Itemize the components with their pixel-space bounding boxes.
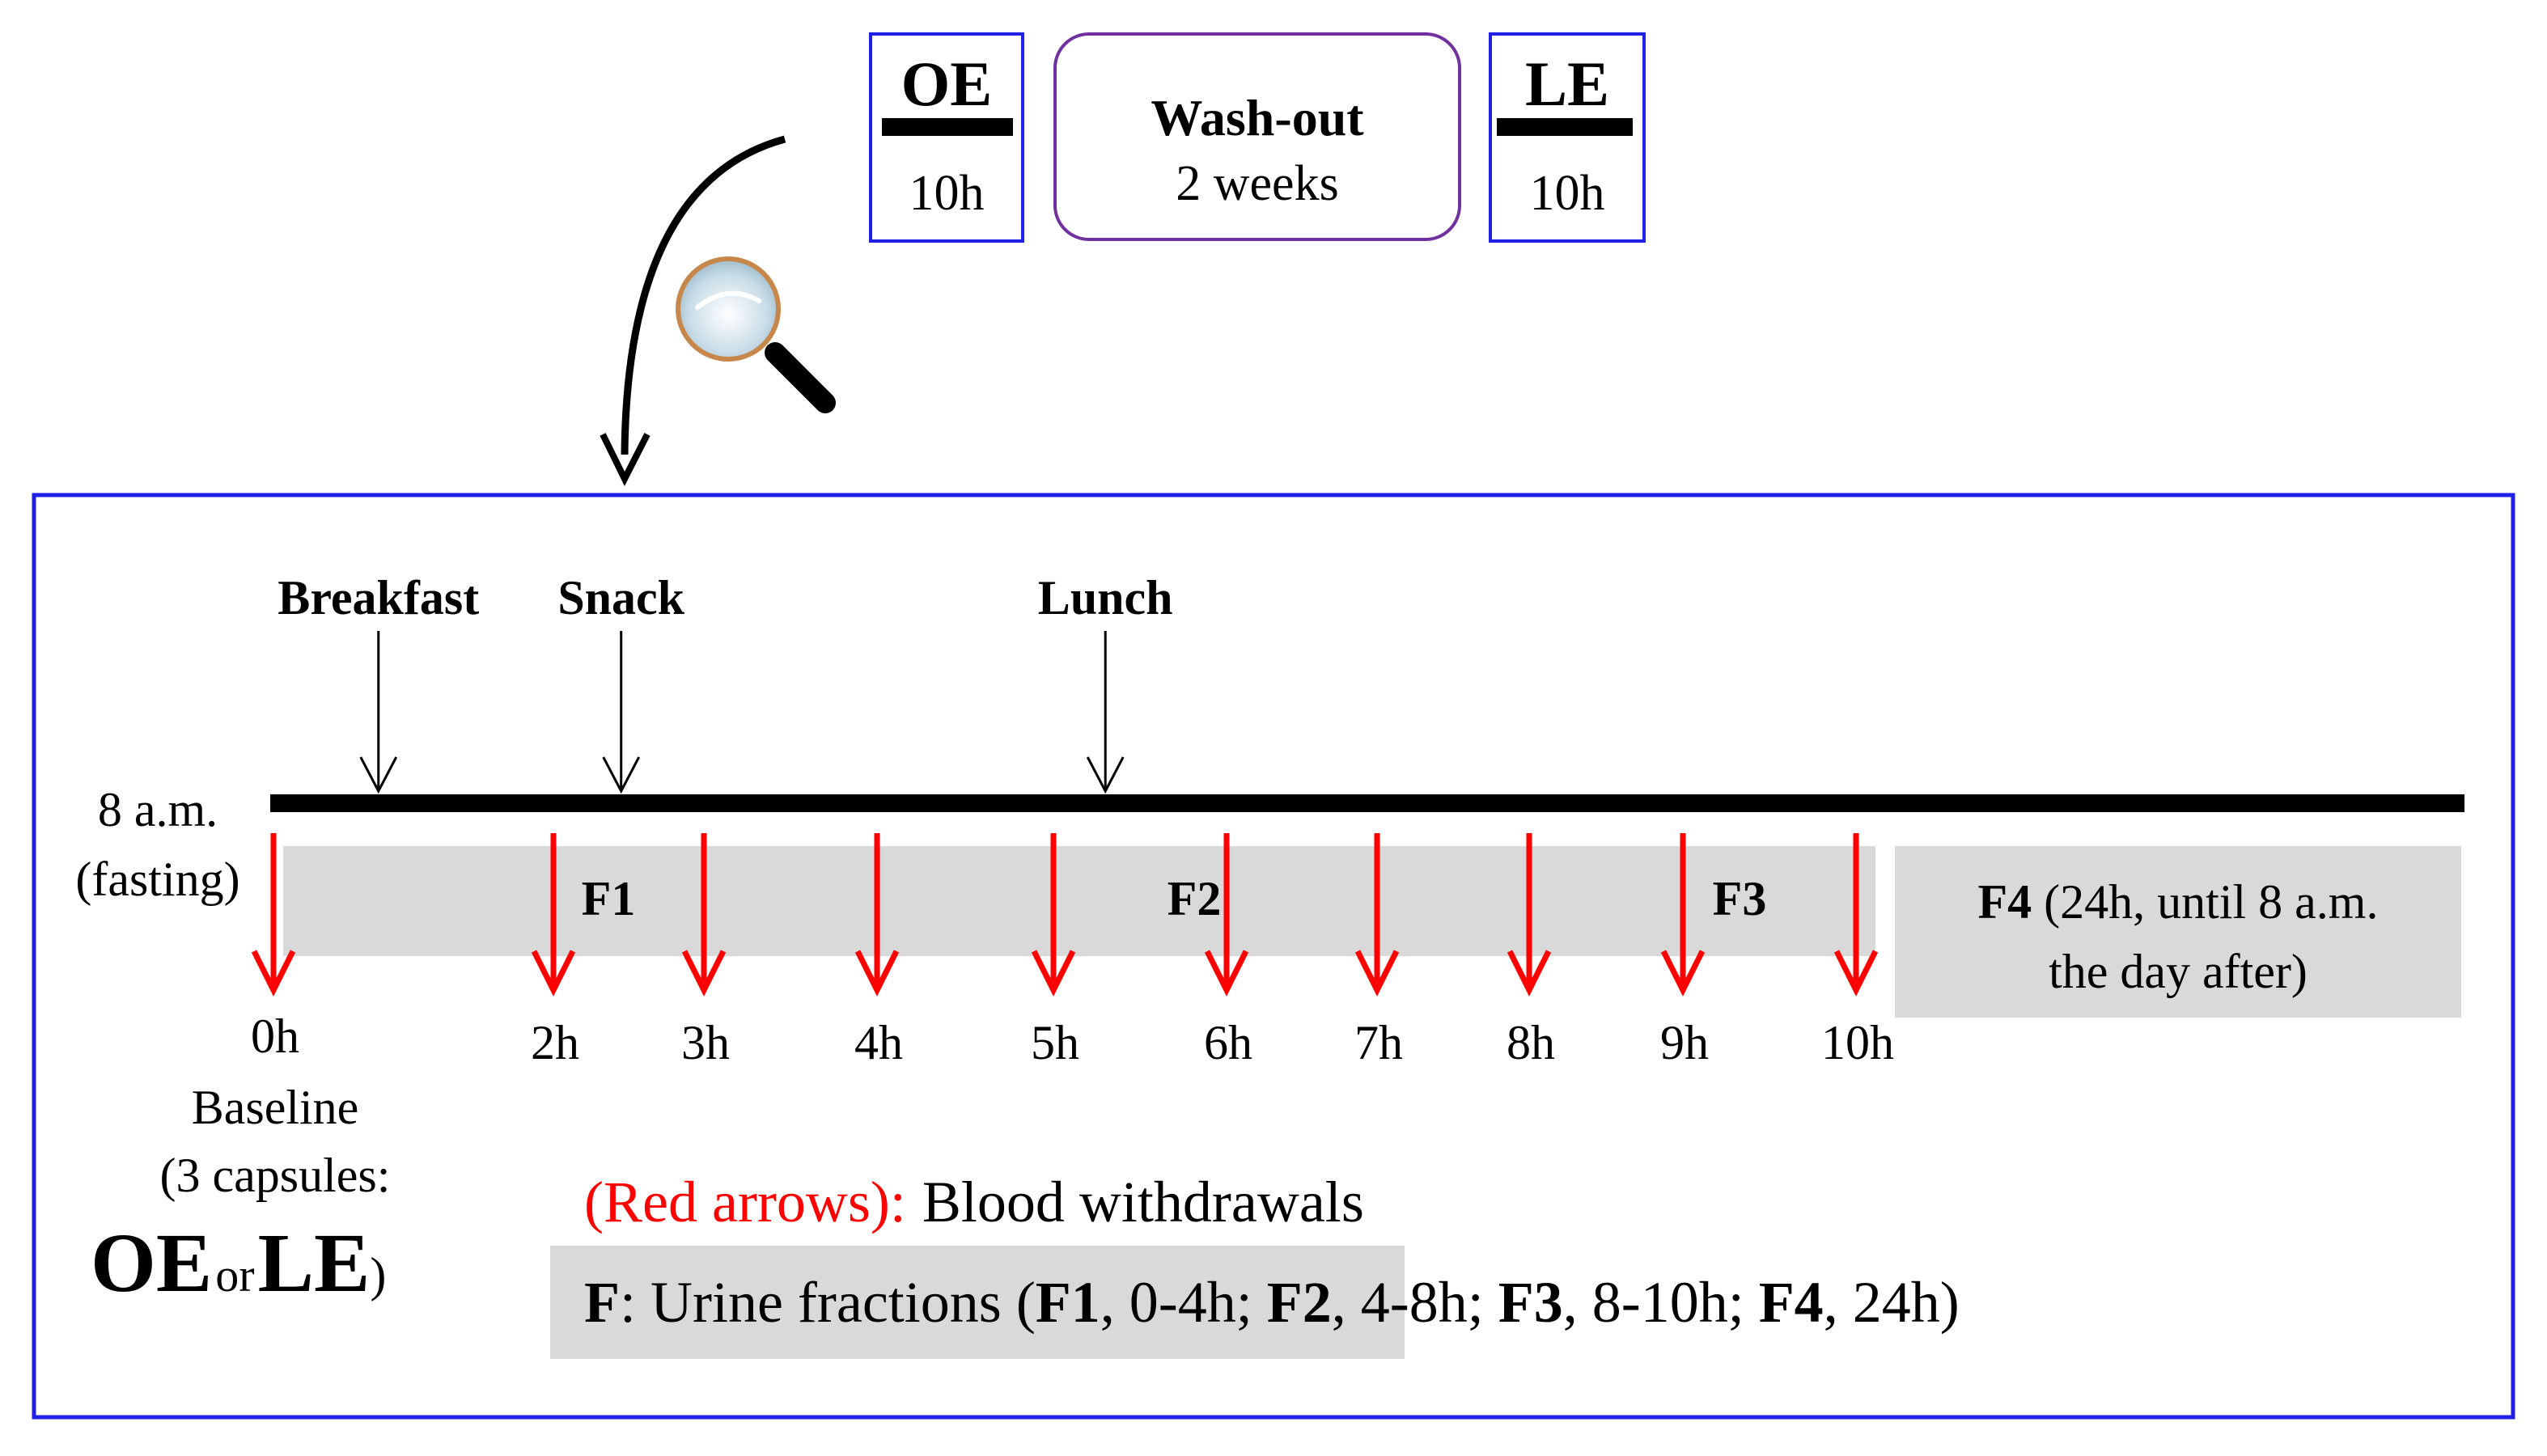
legend-f2-key: F2 <box>1266 1270 1332 1335</box>
washout-duration: 2 weeks <box>1176 156 1339 211</box>
time-label-9h: 9h <box>1660 1016 1709 1069</box>
meal-label-snack: Snack <box>557 571 685 624</box>
oe-duration: 10h <box>909 166 985 221</box>
legend-red-arrows: (Red arrows): <box>584 1170 906 1234</box>
time-label-0h: 0h <box>251 1009 299 1063</box>
le-bar <box>1497 118 1633 136</box>
blood-arrow-head-4 <box>1031 950 1076 997</box>
zoom-curved-arrow <box>621 135 786 455</box>
time-label-10h: 10h <box>1821 1016 1894 1069</box>
legend-f3-key: F3 <box>1498 1270 1563 1335</box>
washout-title: Wash-out <box>1151 89 1364 146</box>
legend-f3-range: , 8-10h; <box>1562 1270 1759 1335</box>
legend-f2-range: , 4-8h; <box>1331 1270 1498 1335</box>
blood-arrow-head-1 <box>531 950 576 997</box>
capsule-oe: OE <box>91 1217 213 1310</box>
blood-arrow-head-6 <box>1354 950 1400 997</box>
blood-arrow-head-5 <box>1204 950 1249 997</box>
legend-f4-range: , 24h) <box>1823 1270 1960 1335</box>
timeline-frame <box>32 493 2515 1420</box>
fraction-label-f1: F1 <box>581 872 636 925</box>
legend-f1-key: F1 <box>1035 1270 1100 1335</box>
washout-box <box>1053 32 1461 241</box>
meal-label-breakfast: Breakfast <box>278 571 480 624</box>
legend-f4-key: F4 <box>1758 1270 1824 1335</box>
zoom-arrow-head <box>600 433 651 486</box>
fasting-label: (fasting) <box>75 853 240 906</box>
meal-arrow-head-1 <box>602 756 641 794</box>
blood-arrow-head-9 <box>1833 950 1879 997</box>
meal-arrows <box>359 631 1125 794</box>
fraction-band-f1 <box>283 846 890 956</box>
legend-urine: F: Urine fractions (F1, 0-4h; F2, 4-8h; … <box>584 1268 1960 1336</box>
fraction-label-f3: F3 <box>1712 872 1767 925</box>
time-label-3h: 3h <box>681 1016 730 1069</box>
fraction-band-f2 <box>890 846 1549 956</box>
meal-arrow-head-2 <box>1086 756 1125 794</box>
time-label-8h: 8h <box>1507 1016 1555 1069</box>
oe-label: OE <box>901 49 993 119</box>
legend-f-text: : Urine fractions ( <box>619 1270 1036 1335</box>
fraction-band-f4 <box>1895 846 2461 1018</box>
baseline-label: Baseline <box>191 1081 359 1134</box>
f4-rest: (24h, until 8 a.m. <box>2032 875 2379 929</box>
capsule-close-paren: ) <box>370 1248 387 1302</box>
start-time-label: 8 a.m. <box>97 783 218 836</box>
time-label-5h: 5h <box>1031 1016 1079 1069</box>
timeline-bar <box>270 794 2464 812</box>
blood-arrow-head-7 <box>1507 950 1552 997</box>
blood-arrow-head-8 <box>1660 950 1706 997</box>
le-duration: 10h <box>1529 166 1605 221</box>
capsule-or: or <box>215 1249 255 1302</box>
f4-line2: the day after) <box>2049 945 2308 998</box>
time-label-4h: 4h <box>854 1016 903 1069</box>
oe-box <box>869 32 1024 243</box>
fraction-band-f3 <box>1549 846 1875 956</box>
legend-f-key: F <box>584 1270 620 1335</box>
meal-arrow-head-0 <box>359 756 398 794</box>
capsules-label: (3 capsules: <box>159 1149 391 1202</box>
capsule-choice: OE or LE) <box>91 1215 386 1336</box>
legend-blood-withdrawals: Blood withdrawals <box>922 1170 1364 1234</box>
blood-arrow-head-3 <box>854 950 900 997</box>
legend-f1-range: , 0-4h; <box>1100 1270 1267 1335</box>
time-label-2h: 2h <box>531 1016 579 1069</box>
time-label-6h: 6h <box>1204 1016 1252 1069</box>
blood-withdrawal-arrows <box>251 833 1879 997</box>
f4-line1: F4 (24h, until 8 a.m. <box>1895 867 2461 937</box>
magnifier-icon <box>676 256 836 413</box>
meal-label-lunch: Lunch <box>1037 571 1173 624</box>
blood-arrow-head-0 <box>251 950 296 997</box>
legend-blood: (Red arrows): Blood withdrawals <box>584 1168 1364 1236</box>
le-box <box>1489 32 1646 243</box>
fraction-label-f2: F2 <box>1167 872 1222 925</box>
legend-band <box>550 1246 1405 1359</box>
le-label: LE <box>1524 49 1610 119</box>
oe-bar <box>882 118 1013 136</box>
f4-key: F4 <box>1977 875 2032 929</box>
capsule-le: LE <box>257 1217 371 1310</box>
f4-text: F4 (24h, until 8 a.m. the day after) <box>1895 867 2461 1006</box>
blood-arrow-head-2 <box>681 950 727 997</box>
time-label-7h: 7h <box>1354 1016 1403 1069</box>
